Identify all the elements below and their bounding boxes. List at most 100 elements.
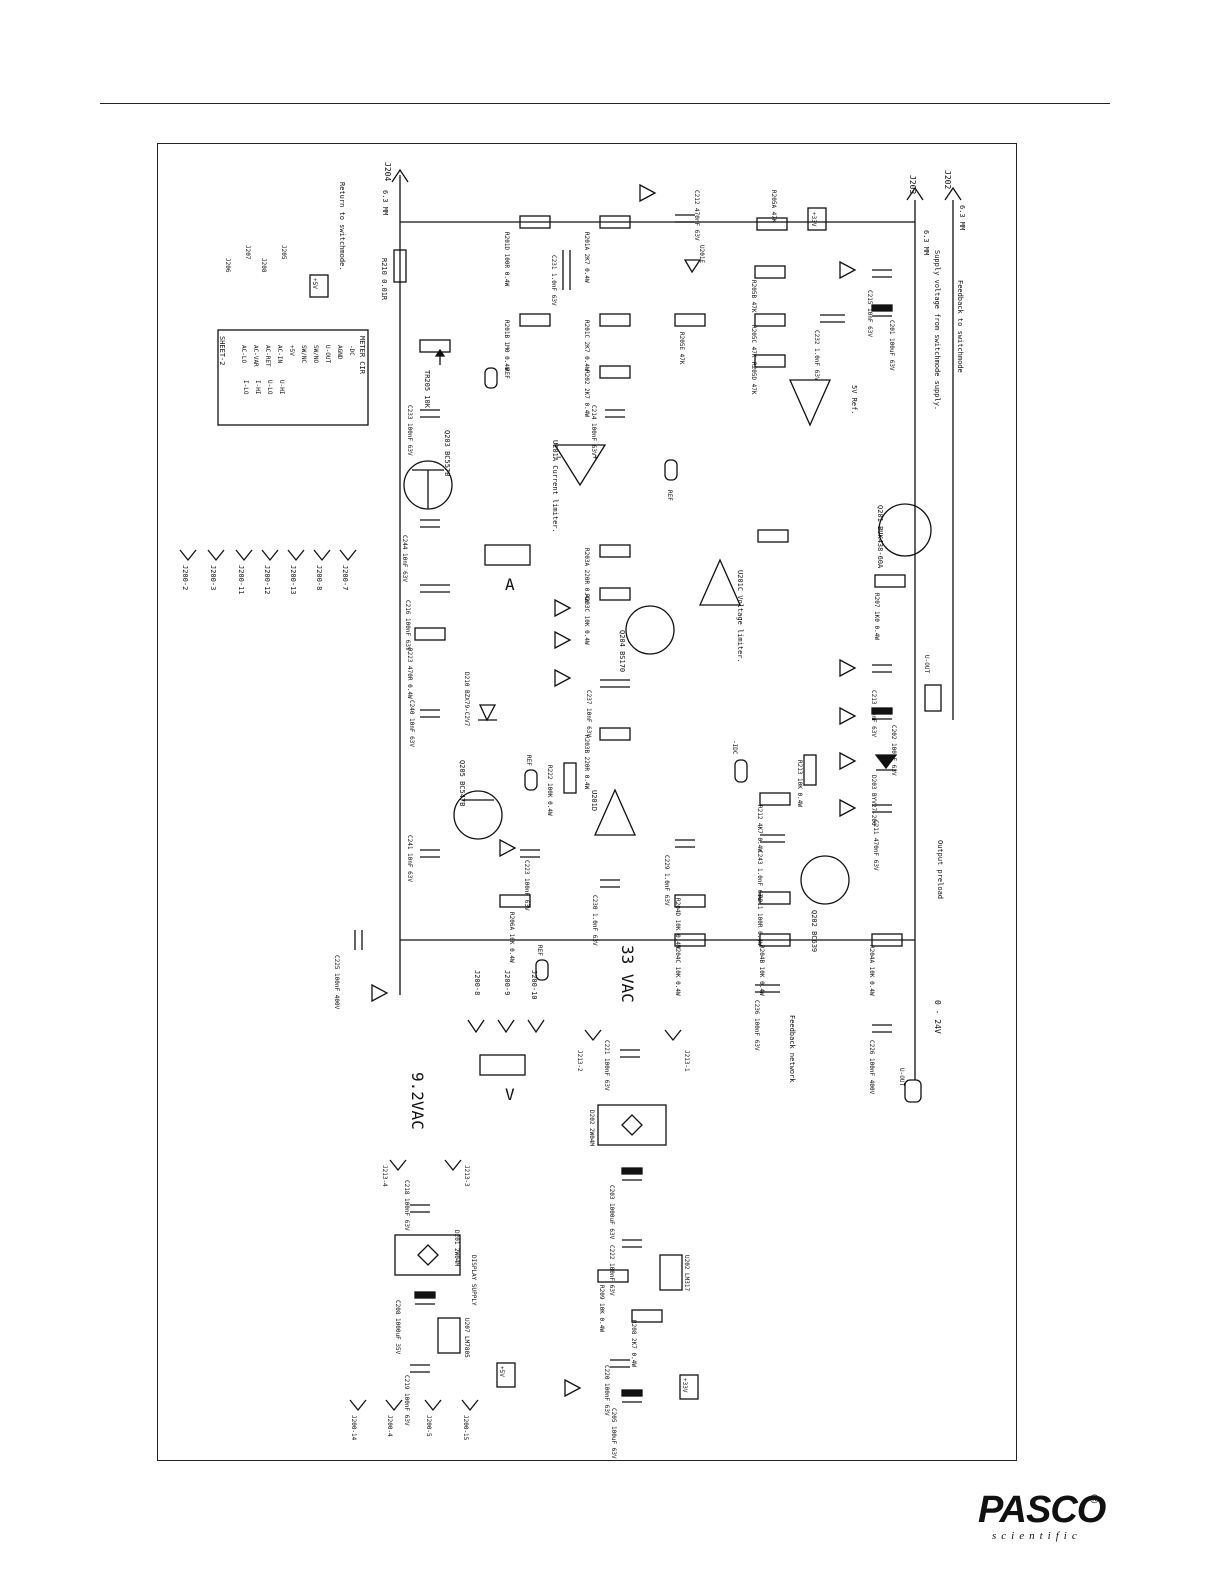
svg-text:J208: J208 bbox=[260, 258, 267, 273]
svg-text:R204D 10K 0.4W: R204D 10K 0.4W bbox=[674, 898, 681, 949]
svg-text:Q203 BC557B: Q203 BC557B bbox=[443, 430, 451, 476]
c221-capacitor: C221 100nF 63V bbox=[603, 1040, 640, 1091]
j200-7-connector: J200-7 bbox=[339, 549, 357, 590]
r207-resistor: R207 1K0 0.4W bbox=[873, 574, 906, 640]
j200-11-connector: J200-11 bbox=[235, 549, 253, 595]
q201-mosfet: Q201 BUK438-60A bbox=[876, 503, 932, 569]
svg-text:D201 2W04M: D201 2W04M bbox=[453, 1230, 460, 1267]
display-supply-label: DISPLAY SUPPLY bbox=[470, 1255, 477, 1306]
svg-text:R206A 10K 0.4W: R206A 10K 0.4W bbox=[508, 912, 515, 963]
svg-text:R205C 47K: R205C 47K bbox=[750, 325, 757, 358]
r203b-resistor: R203B 220R 0.4W bbox=[583, 727, 631, 790]
r222-resistor: R222 100K 0.4W bbox=[546, 762, 577, 816]
meter-pin-label: U-OUT bbox=[324, 345, 331, 363]
svg-text:J200-11: J200-11 bbox=[237, 565, 245, 595]
svg-text:U201A Current limiter.: U201A Current limiter. bbox=[551, 440, 559, 533]
c211-capacitor: C211 470nF 63V bbox=[872, 804, 892, 871]
header-rule bbox=[100, 103, 1110, 104]
svg-text:D210 BZX79-C2V7: D210 BZX79-C2V7 bbox=[463, 672, 470, 727]
feedback-network-label: Feedback network bbox=[788, 1015, 796, 1083]
q204-mosfet: Q204 BS170 bbox=[618, 605, 675, 672]
svg-text:U201C Voltage limiter.: U201C Voltage limiter. bbox=[736, 570, 744, 663]
meter-pin-label: +5V bbox=[288, 345, 295, 356]
svg-text:U-OUT: U-OUT bbox=[923, 655, 930, 673]
svg-text:R205D 47K: R205D 47K bbox=[750, 362, 757, 395]
meter-pin-label: AC-RET bbox=[264, 345, 271, 367]
svg-text:R201D 100R 0.4W: R201D 100R 0.4W bbox=[503, 232, 510, 287]
svg-text:J200-5: J200-5 bbox=[425, 1415, 432, 1437]
svg-text:REF: REF bbox=[503, 368, 510, 379]
c226-capacitor: C226 100nF 400V bbox=[868, 1024, 892, 1095]
r212-resistor: R212 4K7 0.4W bbox=[756, 792, 791, 852]
feedback-switchmode-label: Feedback to switchmode bbox=[956, 280, 964, 373]
svg-text:C221 100nF 63V: C221 100nF 63V bbox=[603, 1040, 610, 1091]
r213-resistor: R213 10K 0.4W bbox=[796, 754, 817, 807]
c236-capacitor: C236 100nF 63V bbox=[753, 984, 780, 1051]
svg-text:J205: J205 bbox=[280, 245, 287, 260]
r204b-resistor: R204B 10K 0.4W bbox=[758, 933, 791, 996]
svg-text:J206: J206 bbox=[224, 258, 231, 273]
svg-text:R203B 220R 0.4W: R203B 220R 0.4W bbox=[583, 735, 590, 790]
q202-transistor: Q202 BC639 bbox=[800, 855, 850, 952]
svg-text:R203C 10K 0.4W: R203C 10K 0.4W bbox=[583, 594, 590, 645]
c231-capacitor: C231 1.0nF 63V bbox=[550, 250, 571, 306]
vac-33-label: 33 VAC bbox=[618, 945, 637, 1003]
svg-text:R212 4K7 0.4W: R212 4K7 0.4W bbox=[756, 805, 763, 852]
svg-text:REF: REF bbox=[525, 755, 532, 766]
c208-capacitor: C208 1000uF 35V bbox=[394, 1291, 436, 1355]
svg-text:C237 10nF 63V: C237 10nF 63V bbox=[585, 690, 592, 737]
c215-capacitor: C215 10nF 63V bbox=[866, 269, 892, 337]
svg-text:C211 470nF 63V: C211 470nF 63V bbox=[872, 820, 879, 871]
c216-capacitor: C216 100nF 63V bbox=[404, 584, 450, 651]
r205e-resistor: R205E 47K bbox=[674, 313, 706, 365]
svg-text:R205A 47K: R205A 47K bbox=[770, 190, 777, 223]
svg-text:J200-9: J200-9 bbox=[503, 970, 511, 995]
registered-mark: ® bbox=[1090, 1492, 1099, 1506]
svg-text:V: V bbox=[505, 1085, 515, 1104]
tr205-trimmer: TR205 10K bbox=[419, 339, 451, 409]
svg-text:D203 BYV27-200: D203 BYV27-200 bbox=[870, 775, 877, 826]
svg-text:+33V: +33V bbox=[681, 1378, 688, 1393]
u201d-opamp: U201D bbox=[590, 788, 637, 836]
c203-capacitor: C203 1000uF 63V bbox=[608, 1167, 643, 1240]
svg-text:R203A 220R 0.4W: R203A 220R 0.4W bbox=[583, 548, 590, 603]
svg-text:METER CIR: METER CIR bbox=[358, 336, 366, 375]
svg-text:C232 1.0nF 63V: C232 1.0nF 63V bbox=[813, 330, 820, 381]
r209-resistor: R209 10K 0.4W bbox=[597, 1269, 629, 1332]
j205-connector: J205 bbox=[280, 245, 287, 260]
u201b-opamp: 5V Ref. bbox=[788, 379, 858, 427]
r205d-resistor: R205D 47K bbox=[750, 354, 786, 395]
r201a-resistor: R201A 2K7 0.4W bbox=[583, 215, 631, 283]
j200-15-connector: J200-15 bbox=[461, 1399, 479, 1441]
r203a-resistor: R203A 220R 0.4W bbox=[583, 544, 631, 603]
supply-voltage-label: Supply voltage from switchmode supply. bbox=[933, 250, 941, 410]
ref-tag-2: REF bbox=[664, 459, 678, 501]
u207-regulator: U207 LM7805 bbox=[437, 1317, 470, 1358]
svg-text:U202 LM317: U202 LM317 bbox=[683, 1255, 690, 1292]
j200-3-connector: J200-3 bbox=[207, 549, 225, 590]
r201b-resistor: R201B 1M0 0.4W bbox=[503, 313, 551, 371]
r205c-resistor: R205C 47K bbox=[750, 313, 786, 358]
j213-3-connector: J213-3 bbox=[444, 1159, 470, 1187]
svg-text:J213-4: J213-4 bbox=[381, 1165, 388, 1187]
meter-pin-label: I-HI bbox=[254, 380, 261, 395]
svg-text:C212 470nF 63V: C212 470nF 63V bbox=[693, 190, 700, 241]
r202-resistor: R202 2K7 0.4W bbox=[583, 365, 631, 417]
svg-text:J200-2: J200-2 bbox=[181, 565, 189, 590]
plus33v-tag-bottom: +33V bbox=[679, 1374, 699, 1400]
svg-text:J203: J203 bbox=[908, 175, 917, 194]
r211-resistor: R211 100R 0.4W bbox=[756, 891, 791, 946]
r201c-resistor: R201C 2K7 0.4W bbox=[583, 313, 631, 371]
c233-capacitor: C233 100nF 63V bbox=[406, 405, 440, 456]
j200-5-connector: J200-5 bbox=[424, 1399, 442, 1437]
meter-pin-label: AGND bbox=[336, 345, 343, 360]
svg-text:+5V: +5V bbox=[498, 1366, 505, 1377]
svg-text:C226 100nF 400V: C226 100nF 400V bbox=[868, 1040, 875, 1095]
svg-text:SHEET-2: SHEET-2 bbox=[218, 336, 226, 366]
plus5v-tag-display: +5V bbox=[496, 1362, 516, 1388]
r204d-resistor: R204D 10K 0.4W bbox=[674, 894, 706, 949]
c244-capacitor: C244 10nF 63V bbox=[401, 519, 440, 582]
svg-text:TR205 10K: TR205 10K bbox=[423, 370, 431, 409]
svg-text:5V Ref.: 5V Ref. bbox=[850, 385, 858, 415]
svg-text:R209 10K 0.4W: R209 10K 0.4W bbox=[598, 1285, 605, 1332]
